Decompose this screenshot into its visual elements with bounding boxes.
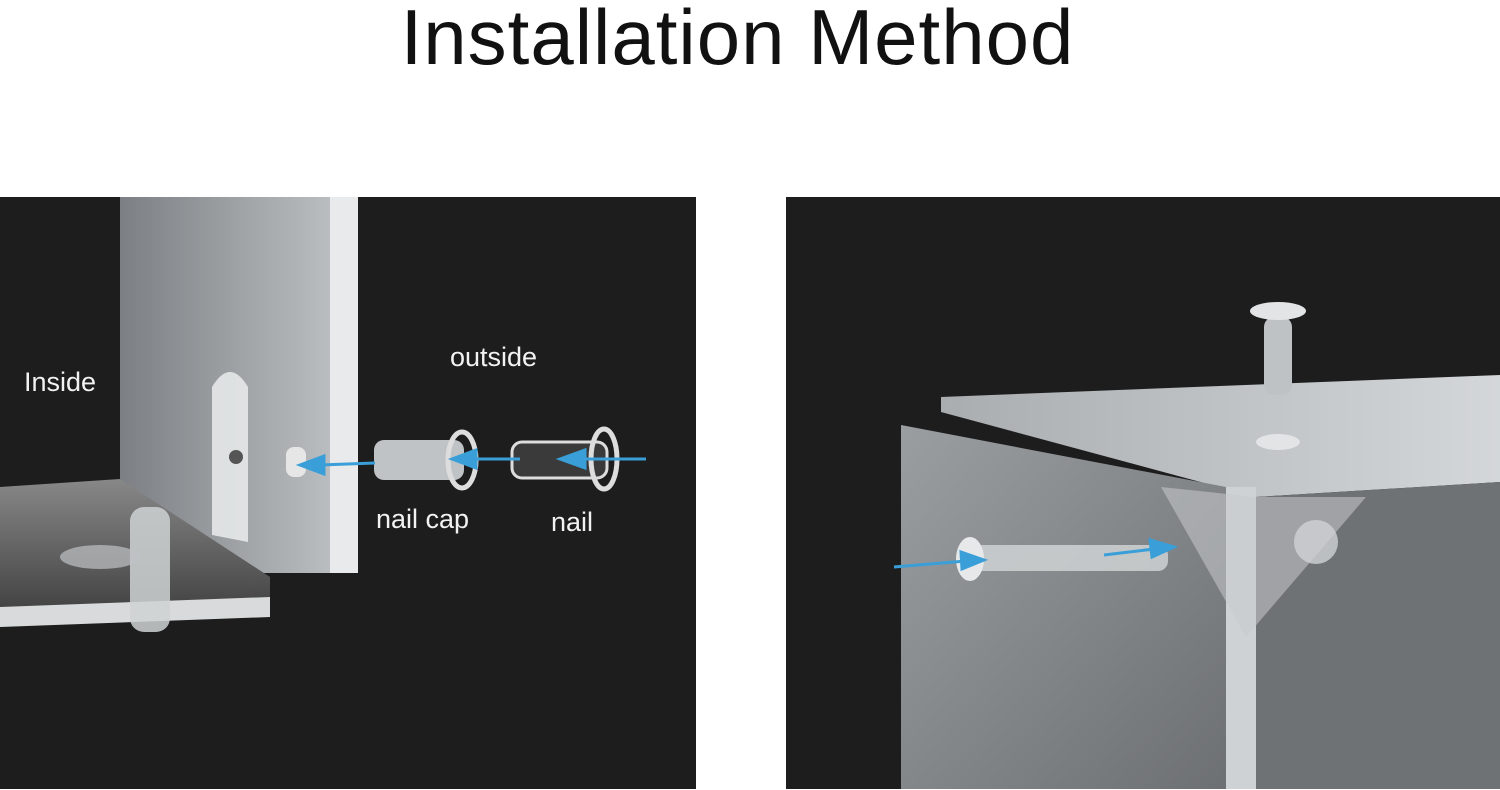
acrylic-top-panel xyxy=(941,375,1500,497)
right-installation-panel xyxy=(786,197,1500,789)
corner-assembly-illustration xyxy=(893,302,1500,789)
inside-label: Inside xyxy=(24,367,97,397)
nail-cap xyxy=(374,440,464,480)
outside-label: outside xyxy=(450,342,538,372)
corner-connector xyxy=(130,507,170,632)
acrylic-front-panel xyxy=(901,425,1226,789)
nail-label: nail xyxy=(551,507,594,537)
nail-cap-label: nail cap xyxy=(376,504,470,534)
side-panel-illustration xyxy=(0,197,646,632)
page-title: Installation Method xyxy=(400,0,1075,81)
top-nail xyxy=(1264,317,1292,395)
arrows xyxy=(893,537,1179,572)
side-nail xyxy=(958,545,1168,571)
nail-head-inside xyxy=(286,447,306,477)
arrows xyxy=(295,447,646,477)
left-installation-panel: Inside outside nail cap nail xyxy=(0,197,696,789)
